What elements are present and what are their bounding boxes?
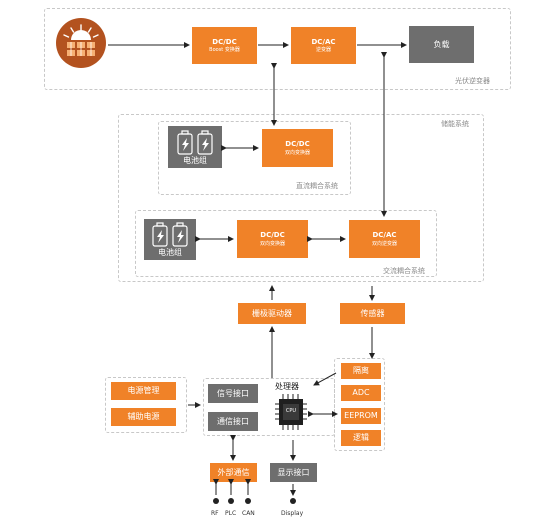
battery-icon: [152, 222, 188, 247]
processor-label: 处理器: [275, 382, 299, 391]
arrow-adc-to-processor: [313, 372, 337, 386]
display-interface-box[interactable]: 显示接口: [270, 463, 317, 482]
gate-driver-label: 栅极驱动器: [252, 308, 292, 318]
ac-dcdc-title: DC/DC: [260, 231, 285, 239]
rf-terminal-label: RF: [211, 510, 219, 517]
comm-interface-label: 通信接口: [217, 417, 249, 426]
cpu-label: CPU: [285, 408, 297, 414]
can-terminal-dot: [245, 498, 251, 504]
comm-interface-box[interactable]: 通信接口: [208, 412, 258, 431]
signal-interface-box[interactable]: 信号接口: [208, 384, 258, 403]
plc-terminal-label: PLC: [225, 510, 237, 517]
dcac-inverter[interactable]: DC/AC 逆变器: [291, 27, 356, 64]
dc-coupled-group: [158, 121, 351, 195]
eeprom-label: EEPROM: [344, 411, 378, 420]
ac-coupled-group-label: 交流耦合系统: [383, 267, 425, 275]
ac-dcac-title: DC/AC: [372, 231, 397, 239]
power-management-label: 电源管理: [127, 386, 160, 395]
cpu-chip-icon: [275, 394, 307, 430]
dc-coupled-group-label: 直流耦合系统: [296, 182, 338, 190]
pv-inverter-group-label: 光伏逆变器: [455, 77, 490, 85]
ac-dcdc-subtitle: 双向变换器: [259, 240, 285, 247]
adc-box[interactable]: ADC: [341, 385, 381, 401]
peripheral-group: [334, 358, 385, 451]
load-box[interactable]: 负载: [409, 26, 474, 63]
dc-dcdc-subtitle: 双向变换器: [284, 149, 310, 156]
ac-bidirectional-dcdc[interactable]: DC/DC 双向变换器: [237, 220, 308, 258]
plc-terminal-dot: [228, 498, 234, 504]
isolation-label: 隔离: [353, 366, 369, 375]
ac-battery-label: 电池组: [158, 248, 182, 257]
pv-inverter-group: [44, 8, 511, 90]
power-management-box[interactable]: 电源管理: [111, 382, 176, 400]
power-support-group: [105, 377, 187, 433]
dc-battery-label: 电池组: [183, 156, 207, 165]
dcac-inverter-subtitle: 逆变器: [315, 47, 331, 53]
can-terminal-label: CAN: [242, 510, 255, 517]
external-comm-box[interactable]: 外部通信: [210, 463, 257, 482]
rf-terminal-dot: [213, 498, 219, 504]
eeprom-box[interactable]: EEPROM: [341, 408, 381, 424]
energy-storage-group: [118, 114, 484, 282]
display-terminal-dot: [290, 498, 296, 504]
solar-panel-icon: [56, 18, 106, 68]
signal-interface-label: 信号接口: [217, 389, 249, 398]
logic-label: 逻辑: [353, 433, 369, 442]
external-comm-label: 外部通信: [217, 467, 250, 477]
sensor-label: 传感器: [360, 308, 385, 318]
dc-dcdc-title: DC/DC: [285, 140, 310, 148]
adc-label: ADC: [352, 388, 370, 397]
dcac-inverter-title: DC/AC: [311, 37, 336, 46]
logic-box[interactable]: 逻辑: [341, 430, 381, 446]
ac-coupled-group: [135, 210, 437, 277]
gate-driver-box[interactable]: 栅极驱动器: [238, 303, 306, 324]
display-interface-label: 显示接口: [277, 468, 310, 477]
battery-icon: [177, 130, 213, 155]
processor-chip[interactable]: CPU: [274, 392, 308, 432]
dcdc-boost-subtitle: Boost 变换器: [209, 47, 240, 53]
sensor-box[interactable]: 传感器: [340, 303, 405, 324]
aux-power-label: 辅助电源: [127, 412, 160, 421]
display-terminal-label: Display: [281, 510, 304, 517]
dc-bidirectional-dcdc[interactable]: DC/DC 双向变换器: [262, 129, 333, 167]
aux-power-box[interactable]: 辅助电源: [111, 408, 176, 426]
ac-battery-pack[interactable]: 电池组: [144, 219, 196, 260]
ac-bidirectional-dcac[interactable]: DC/AC 双向逆变器: [349, 220, 420, 258]
dcdc-boost-converter[interactable]: DC/DC Boost 变换器: [192, 27, 257, 64]
load-label: 负载: [433, 40, 450, 49]
isolation-box[interactable]: 隔离: [341, 363, 381, 379]
dcdc-boost-title: DC/DC: [212, 37, 237, 46]
dc-battery-pack[interactable]: 电池组: [168, 126, 222, 168]
energy-storage-group-label: 储能系统: [441, 120, 469, 128]
ac-dcac-subtitle: 双向逆变器: [371, 240, 397, 247]
